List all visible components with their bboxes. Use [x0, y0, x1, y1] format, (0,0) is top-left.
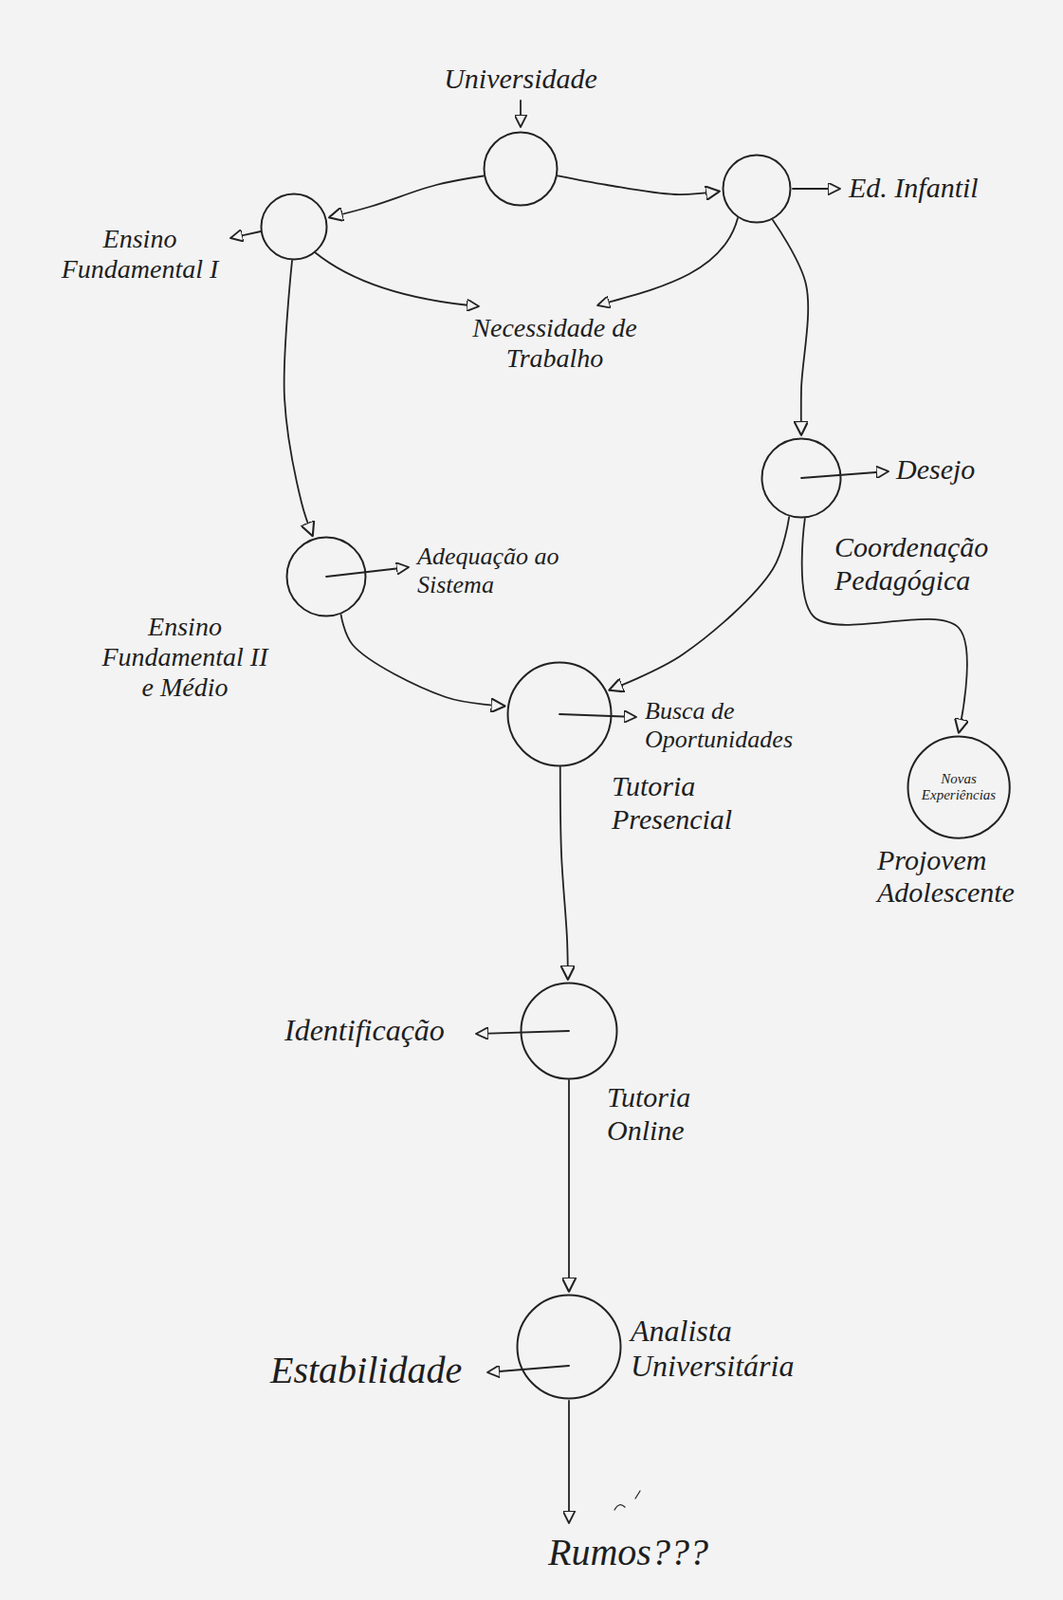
step-name: Universidade [397, 62, 644, 96]
circle-shape [521, 983, 618, 1080]
career-step-circle: Ensino Fundamental I [259, 192, 329, 261]
step-name: Coordenação Pedagógica [834, 531, 1055, 597]
career-arrow [568, 1080, 570, 1292]
leader-arrow [568, 1400, 570, 1523]
career-arrow [341, 614, 506, 706]
step-name: Ensino Fundamental II e Médio [94, 611, 275, 704]
leader-arrow [326, 567, 409, 577]
circle-outline [515, 1293, 623, 1400]
circle-outline [760, 437, 843, 519]
step-motive: Busca de Oportunidades [644, 696, 863, 754]
circle-shape [287, 537, 367, 617]
circle-outline [259, 192, 329, 261]
free-note: Necessidade de Trabalho [464, 312, 645, 374]
circle-outline [519, 981, 619, 1081]
career-step-circle: Ensino Fundamental II e MédioAdequação a… [285, 535, 367, 618]
step-motive: Adequação ao Sistema [417, 542, 607, 600]
leader-arrow [792, 187, 841, 190]
circle-shape [907, 735, 1009, 838]
career-arrow [284, 260, 313, 536]
career-step-circle: Analista UniversitáriaEstabilidade [515, 1293, 623, 1400]
leader-arrow [476, 1030, 569, 1034]
circle-shape [508, 662, 612, 767]
circle-shape [517, 1295, 622, 1399]
pencil-mark [614, 1490, 641, 1510]
leader-arrow [801, 471, 889, 478]
leader-arrow [597, 218, 738, 306]
leader-arrow [487, 1365, 569, 1373]
step-name: Ensino Fundamental I [56, 223, 223, 285]
step-name: Ed. Infantil [848, 171, 1048, 205]
circle-outline [285, 535, 367, 618]
circle-outline [721, 153, 792, 224]
step-name: Analista Universitária [630, 1313, 859, 1384]
circle-outline [482, 130, 559, 207]
leader-arrow [230, 231, 261, 239]
career-step-circle: Tutoria PresencialBusca de Oportunidades [506, 660, 613, 768]
circle-shape [484, 132, 558, 206]
career-arrow [560, 767, 569, 980]
career-step-circle: Tutoria OnlineIdentificação [519, 981, 619, 1081]
career-step-circle: Projovem AdolescenteNovas Experiências [906, 734, 1011, 840]
step-motive: Novas Experiências [915, 770, 1003, 805]
step-motive: Desejo [896, 453, 1048, 487]
circle-shape [261, 194, 328, 260]
circle-shape [723, 155, 791, 223]
step-name: Projovem Adolescente [877, 843, 1058, 910]
step-name: Tutoria Online [606, 1081, 759, 1147]
step-name: Tutoria Presencial [611, 769, 783, 836]
circle-outline [506, 660, 613, 768]
circle-shape [762, 439, 842, 518]
leader-arrow [519, 100, 522, 128]
career-arrow [557, 175, 720, 195]
career-arrow [329, 176, 484, 219]
leader-arrow [559, 714, 637, 717]
career-step-circle: Coordenação PedagógicaDesejo [760, 437, 843, 519]
leader-arrow [314, 252, 479, 307]
career-step-circle: Universidade [482, 130, 559, 207]
career-arrow [772, 219, 808, 436]
step-motive: Identificação [284, 1012, 470, 1048]
step-motive: Estabilidade [270, 1348, 481, 1393]
career-arrow [608, 516, 789, 691]
free-note: Rumos??? [548, 1530, 833, 1575]
career-step-circle: Ed. Infantil [721, 153, 792, 224]
